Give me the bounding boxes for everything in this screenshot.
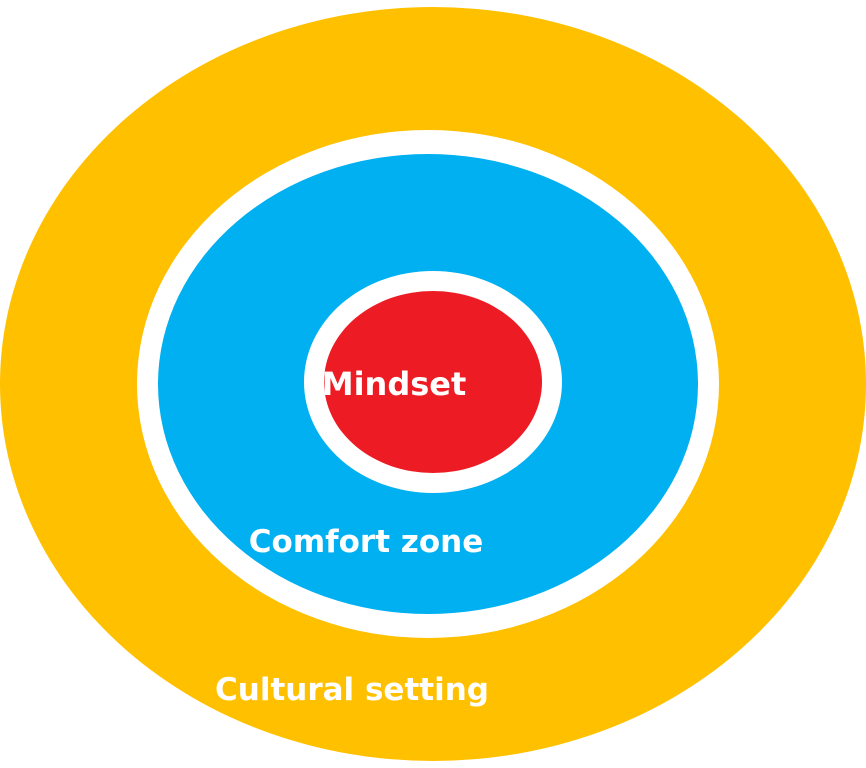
mindset-label: Mindset [322,365,467,403]
mindset-circle [324,291,542,473]
cultural-setting-label: Cultural setting [215,672,489,708]
comfort-zone-label: Comfort zone [249,524,483,560]
